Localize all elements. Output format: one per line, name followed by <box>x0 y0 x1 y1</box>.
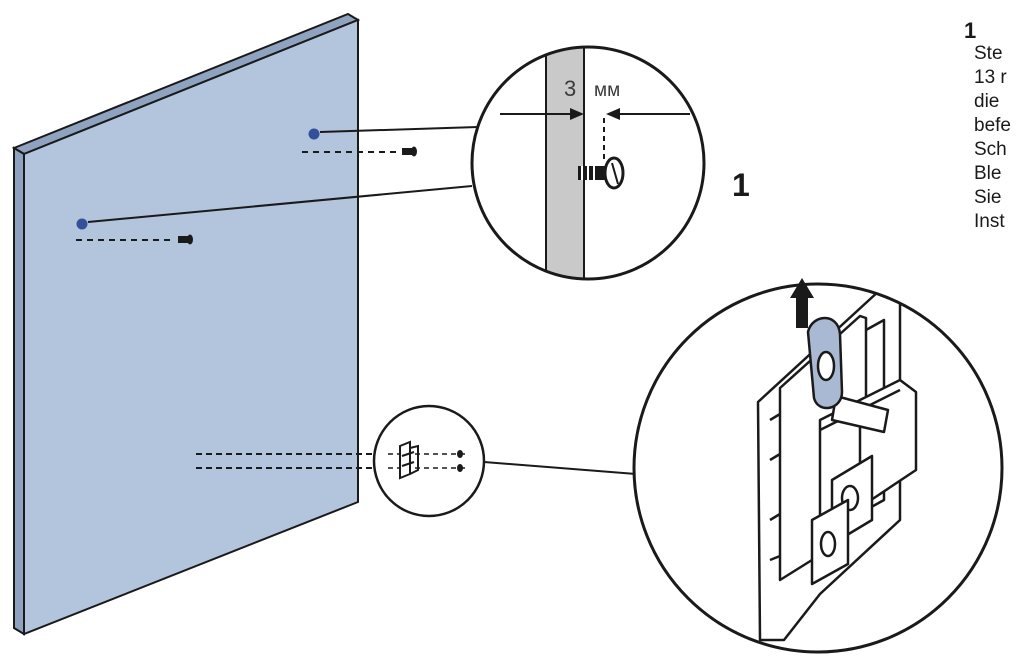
small-detail-circle <box>372 404 486 518</box>
screw-icon <box>457 450 463 458</box>
panel-side-edge <box>13 146 25 636</box>
detail-circle-spacing: 3 мм <box>470 45 706 281</box>
panel-face <box>23 18 359 636</box>
door-edge-strip <box>545 47 585 279</box>
mounting-plate-icon <box>399 440 419 480</box>
lower-marker-dot <box>76 218 88 230</box>
instruction-line: 13 r <box>974 67 1007 88</box>
arrow-up-icon <box>790 278 814 328</box>
instruction-line: die <box>974 91 1000 112</box>
upper-hinge-markers <box>76 126 479 245</box>
instruction-line: Ste <box>974 43 1003 64</box>
instruction-line: Ble <box>974 163 1002 184</box>
instruction-line: Sch <box>974 139 1007 160</box>
step-number: 1 <box>964 18 977 43</box>
upper-marker-dot <box>308 128 320 140</box>
dimension-value: 3 <box>564 76 576 101</box>
leader-line <box>483 461 637 475</box>
instruction-line: Inst <box>974 211 1005 232</box>
instruction-text: Ste 13 r die befe Sch Ble Sie Inst <box>974 42 1018 234</box>
leader-line-lower <box>87 185 473 223</box>
leader-line-upper <box>319 126 479 133</box>
instruction-line: Sie <box>974 187 1002 208</box>
lower-hinge-detail <box>196 404 637 518</box>
screw-icon <box>178 234 193 245</box>
instruction-line: befe <box>974 115 1011 136</box>
screw-icon <box>402 146 417 157</box>
screw-icon <box>457 464 463 472</box>
screw-icon <box>578 156 625 190</box>
callout-number: 1 <box>732 167 750 203</box>
dimension-unit: мм <box>594 80 620 101</box>
door-panel <box>11 12 361 636</box>
detail-circle-plate <box>632 278 1004 654</box>
